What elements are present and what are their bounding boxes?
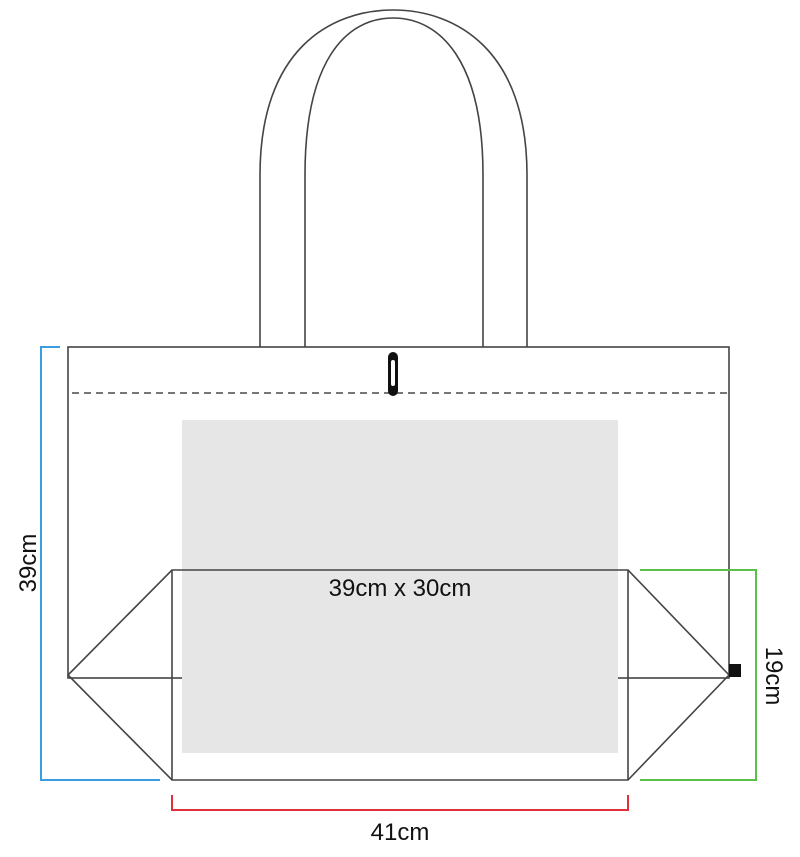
print-area-label: 39cm x 30cm [329,575,472,602]
gusset-dimension-line [640,569,757,781]
toggle-fastener-icon [388,352,398,396]
bag-handles [259,9,528,347]
outer-handle [259,9,528,347]
height-dimension-line [40,346,160,781]
height-label: 39cm [15,534,42,593]
gusset-label: 19cm [760,647,787,706]
inner-handle [304,17,484,347]
print-area [182,420,618,753]
width-label: 41cm [371,819,430,846]
width-dimension-line [171,795,629,811]
square-fastener-icon [729,664,741,677]
